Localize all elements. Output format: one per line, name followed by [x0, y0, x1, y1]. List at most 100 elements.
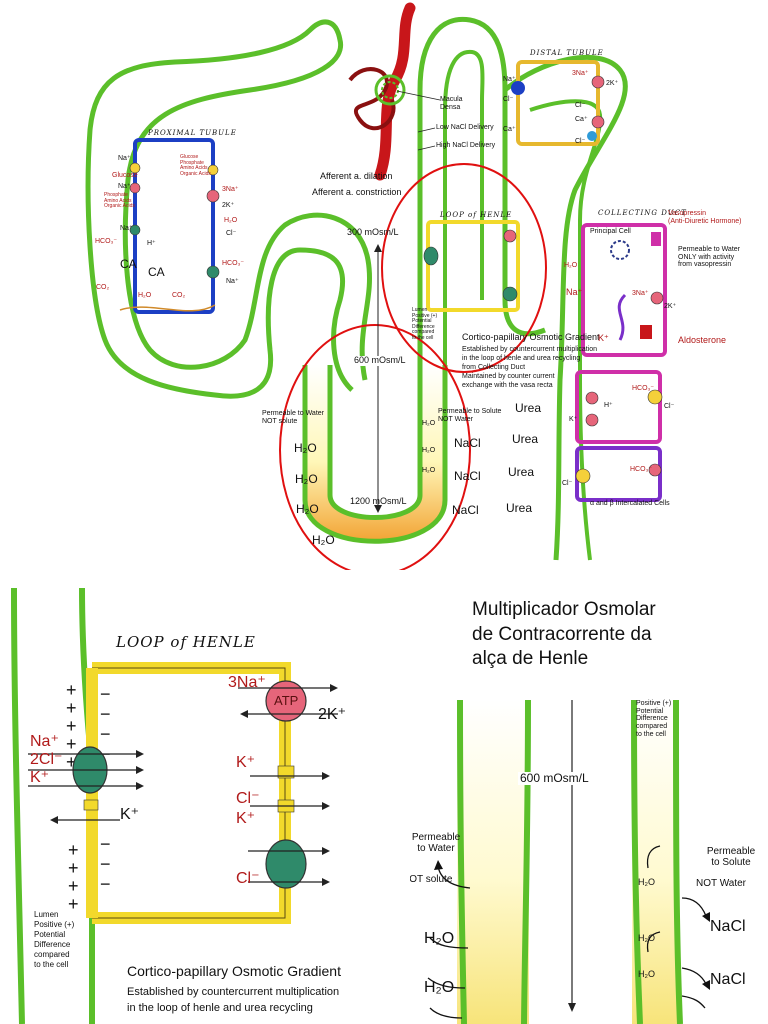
gradient-description-1: Established by countercurrent multiplica…	[127, 986, 340, 998]
prox-ca-2: CA	[148, 265, 165, 279]
nephron-overview-panel: PROXIMAL TUBULE DISTAL TUBULE LOOP of HE…	[85, 2, 742, 570]
collecting-duct-tube-2	[529, 99, 603, 561]
cd-k2: K⁺	[569, 416, 578, 423]
cd-cl-2: Cl⁻	[562, 480, 573, 487]
prox-3na: 3Na⁺	[222, 186, 239, 193]
h2o-large-2: H₂O	[424, 979, 455, 996]
macula-densa-label: Macula Densa	[440, 96, 463, 111]
descending-limb-outer-wall	[457, 699, 467, 1024]
cd-na: Na⁺	[566, 287, 583, 297]
distal-cl-right-2: Cl⁻	[575, 138, 586, 145]
aldosterone-label: Aldosterone	[678, 335, 727, 345]
na-label: Na⁺	[30, 733, 59, 750]
gradient-line-2: in the loop of henle and urea recycling	[462, 355, 581, 362]
prox-hco3: HCO₃⁻	[95, 238, 118, 245]
loop-cell-zoom-diagram: +++++ ++++ −−−− −−−	[11, 588, 338, 1024]
loop-of-henle-title: LOOP of HENLE	[116, 633, 256, 651]
svg-text:+: +	[68, 840, 79, 860]
svg-text:+: +	[66, 680, 77, 700]
macula-densa-ring	[374, 74, 406, 106]
distal-tubule-label: DISTAL TUBULE	[530, 49, 604, 57]
urea-label-2: Urea	[512, 432, 539, 446]
prox-na-right: Na⁺	[226, 278, 239, 285]
cd-3na: 3Na⁺	[632, 290, 649, 297]
not-water-label: NOT Water	[696, 878, 747, 889]
prox-co2-left: CO₂	[96, 284, 110, 291]
prox-h2o: H₂O	[138, 292, 152, 299]
prox-phosphate: Phosphate Amino Acids Organic Acids	[104, 192, 135, 209]
countercurrent-panel: Multiplicador Osmolar de Contracorrente …	[410, 588, 768, 1024]
distal-3na: 3Na⁺	[572, 70, 589, 77]
gradient-title: Cortico-papillary Osmotic Gradient	[127, 963, 341, 979]
cd-hco3: HCO₃⁻	[632, 385, 655, 392]
h2o-large-1: H₂O	[424, 930, 455, 947]
cd-hco3-2: HCO₃⁻	[630, 466, 653, 473]
osm-600-large: 600 mOsm/L	[518, 771, 591, 786]
descending-limb-inner-wall	[521, 699, 531, 1024]
svg-text:+: +	[68, 858, 79, 878]
svg-text:+: +	[68, 894, 79, 914]
k-label-left: K⁺	[30, 769, 50, 786]
svg-text:−: −	[100, 834, 111, 854]
cd-h2o: H₂O	[564, 262, 578, 269]
distal-na: Na⁺	[503, 76, 516, 83]
two-k-label: 2K⁺	[318, 706, 347, 723]
nacl-large-2: NaCl	[710, 971, 746, 988]
proximal-tubule-label: PROXIMAL TUBULE	[148, 129, 237, 137]
water-label-3: H₂O	[296, 502, 319, 516]
svg-text:+: +	[68, 876, 79, 896]
principal-cell-label: Principal Cell	[590, 228, 631, 235]
prox-right-list: Glucose Phosphate Amino Acids Organic Ac…	[180, 154, 211, 177]
highlight-loop-bottom-circle	[279, 324, 471, 570]
positive-potential-note: Positive (+) Potential Difference compar…	[636, 700, 672, 738]
atp-label: ATP	[274, 693, 299, 708]
h2o-small-ascending-1: H₂O	[638, 877, 655, 887]
alpha-intercalated-cell	[575, 370, 662, 444]
vasopressin-label: Vasopressin (Anti-Diuretic Hormone)	[668, 210, 742, 225]
prox-na-1: Na⁺	[118, 155, 131, 162]
prox-co2-right: CO₂	[172, 292, 186, 299]
svg-text:−: −	[100, 854, 111, 874]
not-solute-label: NOT solute	[410, 874, 453, 885]
distal-cl: Cl⁻	[503, 96, 514, 103]
water-label-1: H₂O	[294, 441, 317, 455]
cd-2k: 2K⁺	[664, 303, 677, 310]
glomerulus-loops	[348, 67, 396, 131]
k-lumen-label: K⁺	[120, 806, 140, 823]
gradient-line-3: from Collecting Duct	[462, 364, 526, 371]
urea-label-3: Urea	[508, 465, 535, 479]
ascending-limb-outer	[443, 49, 485, 365]
svg-text:−: −	[100, 874, 111, 894]
svg-text:+: +	[66, 698, 77, 718]
svg-text:+: +	[66, 734, 77, 754]
principal-cell	[581, 223, 667, 357]
osm-600-label: 600 mOsm/L	[354, 355, 406, 366]
lumen-note-small: Lumen Positive (+) Potential Difference …	[412, 307, 438, 341]
nacl-label-3: NaCl	[452, 503, 479, 517]
distal-ca-left: Ca⁺	[503, 126, 516, 133]
countercurrent-diagram	[427, 699, 710, 1024]
nacl-label-1: NaCl	[454, 436, 481, 450]
lumen-note: Lumen Positive (+) Potential Difference …	[34, 910, 75, 969]
ascending-limb-outer-wall	[673, 699, 683, 1024]
distal-ca-right: Ca⁺	[575, 116, 588, 123]
three-na-label: 3Na⁺	[228, 674, 266, 691]
prox-cl-right: Cl⁻	[226, 230, 237, 237]
permeable-to-water-label: Permeable to Water	[411, 832, 461, 854]
prox-na-3: Na⁺	[120, 225, 133, 232]
loop-inner-wall	[327, 365, 423, 520]
afferent-dilation-label: Afferent a. dilation	[320, 171, 393, 181]
tubule-wall-left	[11, 588, 25, 1024]
k-right-label: K⁺	[236, 754, 256, 771]
collecting-duct-label: COLLECTING DUCT	[598, 209, 687, 217]
loop-of-henle-label-small: LOOP of HENLE	[440, 211, 513, 219]
osm-1200-label: 1200 mOsm/L	[350, 496, 407, 506]
descending-limb-fill	[457, 700, 529, 1024]
loop-outer-wall	[302, 365, 448, 544]
svg-text:−: −	[100, 704, 111, 724]
nephron-diagram	[85, 2, 667, 570]
nacl-label-2: NaCl	[454, 469, 481, 483]
gradient-line-4: Maintained by counter current	[462, 373, 555, 380]
h2o-small-ascending-2: H₂O	[638, 933, 655, 943]
permeable-solute-small: Permeable to Solute NOT Water	[438, 408, 502, 423]
